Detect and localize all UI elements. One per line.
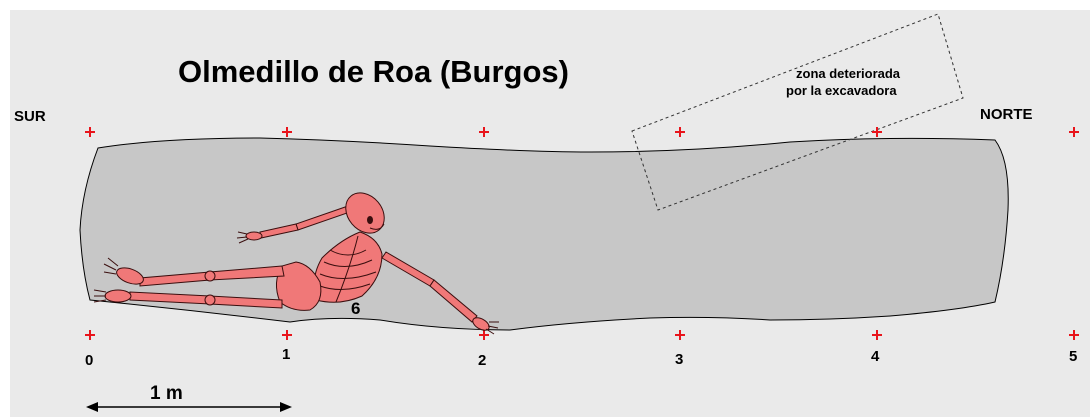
grid-marker-cross: [1069, 330, 1079, 340]
tick-label-1: 1: [282, 346, 290, 363]
grid-marker-cross: [675, 330, 685, 340]
burial-number: 6: [351, 299, 360, 318]
grid-tick-labels: 0 1 2 3 4 5: [85, 346, 1077, 369]
tick-label-2: 2: [478, 352, 486, 369]
grid-marker-cross: [872, 127, 882, 137]
excavation-plan: Olmedillo de Roa (Burgos) SUR NORTE zona…: [10, 10, 1090, 417]
grid-marker-cross: [872, 330, 882, 340]
scale-bar-label: 1 m: [150, 383, 183, 404]
damaged-zone-box: [631, 13, 964, 211]
tick-label-5: 5: [1069, 348, 1077, 365]
skeleton: [93, 192, 499, 335]
skeleton-right-hand: [472, 317, 499, 335]
skeleton-ribcage: [313, 231, 383, 303]
plan-drawing: Olmedillo de Roa (Burgos) SUR NORTE zona…: [14, 13, 1079, 412]
scale-bar-left-arrow: [86, 402, 98, 412]
skeleton-knee-lower: [204, 294, 216, 306]
skeleton-skull: [345, 192, 385, 234]
skeleton-knee-upper: [204, 270, 216, 282]
grid-marker-cross: [85, 330, 95, 340]
skeleton-pelvis: [276, 261, 322, 311]
tick-label-0: 0: [85, 352, 93, 369]
north-label: NORTE: [980, 106, 1033, 123]
damaged-zone-note-line1: zona deteriorada: [796, 66, 901, 81]
skeleton-lower-foot: [93, 289, 132, 303]
tick-label-3: 3: [675, 351, 683, 368]
skeleton-upper-foot: [103, 257, 144, 285]
grid-markers: [85, 127, 1079, 340]
scale-bar: 1 m: [86, 383, 292, 412]
map-title: Olmedillo de Roa (Burgos): [178, 54, 569, 89]
grid-marker-cross: [479, 330, 489, 340]
south-label: SUR: [14, 108, 46, 125]
grid-marker-cross: [282, 127, 292, 137]
skeleton-left-hand: [236, 231, 263, 244]
tick-label-4: 4: [871, 348, 880, 365]
grid-marker-cross: [85, 127, 95, 137]
skeleton-right-forearm: [429, 279, 478, 323]
grid-marker-cross: [1069, 127, 1079, 137]
damaged-zone-note-line2: por la excavadora: [786, 83, 897, 98]
scale-bar-right-arrow: [280, 402, 292, 412]
grid-marker-cross: [675, 127, 685, 137]
grid-marker-cross: [479, 127, 489, 137]
grid-marker-cross: [282, 330, 292, 340]
